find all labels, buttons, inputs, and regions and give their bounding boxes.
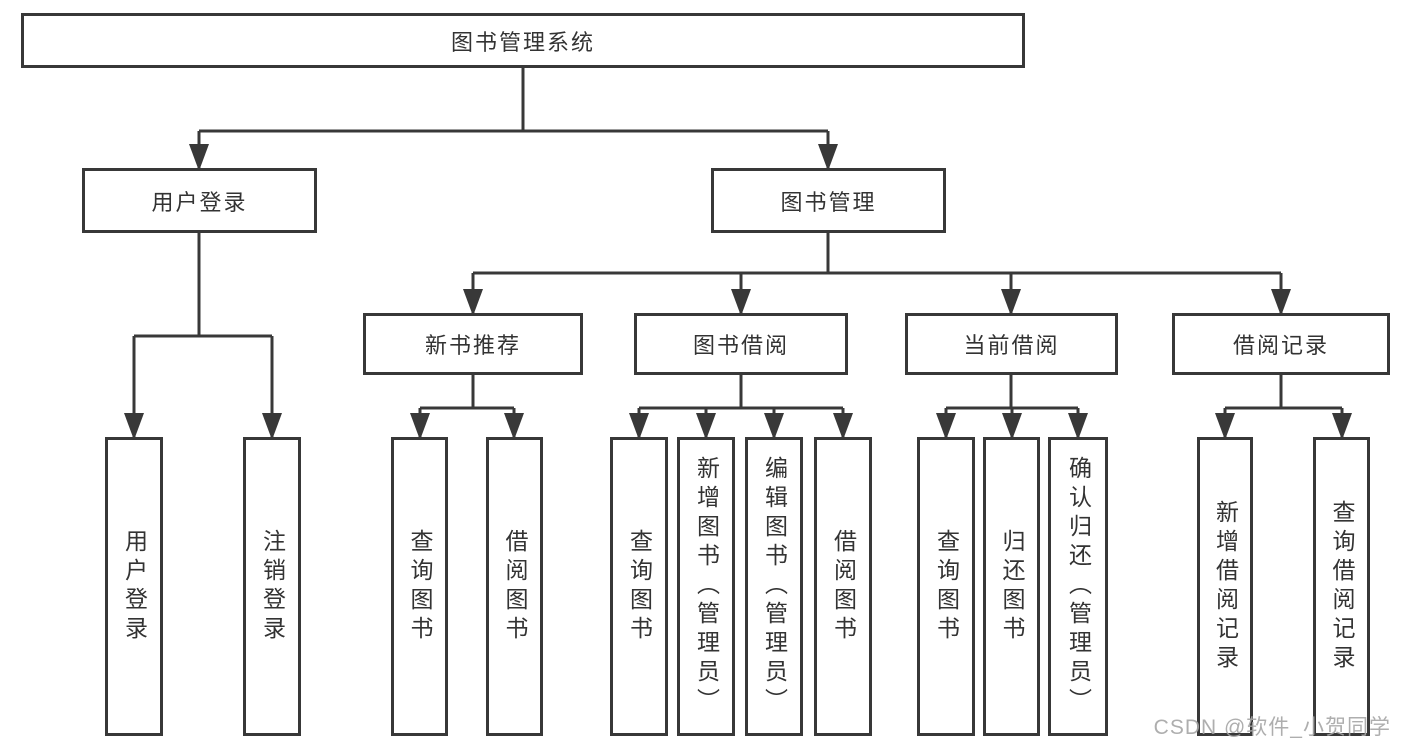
node-label: 确认归还（管理员）: [1065, 456, 1092, 717]
node-edit-books-admin: 编辑图书（管理员）: [745, 437, 803, 736]
node-current-borrowing: 当前借阅: [905, 313, 1118, 375]
node-label: 图书借阅: [692, 333, 789, 358]
node-user-login-action: 用户登录: [105, 437, 163, 736]
node-book-management: 图书管理: [711, 168, 946, 233]
node-add-borrow-record: 新增借阅记录: [1197, 437, 1253, 736]
node-new-book-recommendation: 新书推荐: [363, 313, 583, 375]
node-label: 借阅图书: [502, 528, 528, 645]
node-label: 编辑图书（管理员）: [761, 456, 788, 717]
node-confirm-return-admin: 确认归还（管理员）: [1048, 437, 1108, 736]
node-label: 归还图书: [999, 528, 1025, 645]
node-borrowing-records: 借阅记录: [1172, 313, 1390, 375]
node-label: 新书推荐: [424, 333, 521, 358]
node-label: 用户登录: [121, 528, 148, 645]
node-book-borrowing: 图书借阅: [634, 313, 848, 375]
node-label: 查询借阅记录: [1329, 499, 1355, 674]
node-label: 借阅图书: [830, 528, 857, 645]
node-library-management-system: 图书管理系统: [21, 13, 1025, 68]
node-query-books: 查询图书: [917, 437, 975, 736]
node-query-books: 查询图书: [391, 437, 448, 736]
node-label: 查询图书: [933, 528, 960, 645]
node-add-books-admin: 新增图书（管理员）: [677, 437, 735, 736]
node-borrow-books: 借阅图书: [486, 437, 543, 736]
node-return-books: 归还图书: [983, 437, 1040, 736]
node-label: 图书管理系统: [450, 29, 595, 55]
node-label: 查询图书: [626, 528, 653, 645]
watermark: CSDN @软件_小贺同学: [1153, 716, 1391, 739]
node-label: 新增借阅记录: [1212, 499, 1239, 674]
node-borrow-books: 借阅图书: [814, 437, 872, 736]
node-user-login: 用户登录: [82, 168, 317, 233]
node-query-borrow-record: 查询借阅记录: [1313, 437, 1370, 736]
node-label: 当前借阅: [963, 333, 1060, 358]
node-label: 借阅记录: [1232, 333, 1329, 358]
node-logout-action: 注销登录: [243, 437, 301, 736]
node-label: 注销登录: [259, 528, 286, 645]
node-label: 图书管理: [780, 189, 877, 215]
node-label: 新增图书（管理员）: [693, 456, 720, 717]
node-label: 用户登录: [151, 189, 248, 215]
node-query-books: 查询图书: [610, 437, 668, 736]
node-label: 查询图书: [407, 528, 433, 645]
